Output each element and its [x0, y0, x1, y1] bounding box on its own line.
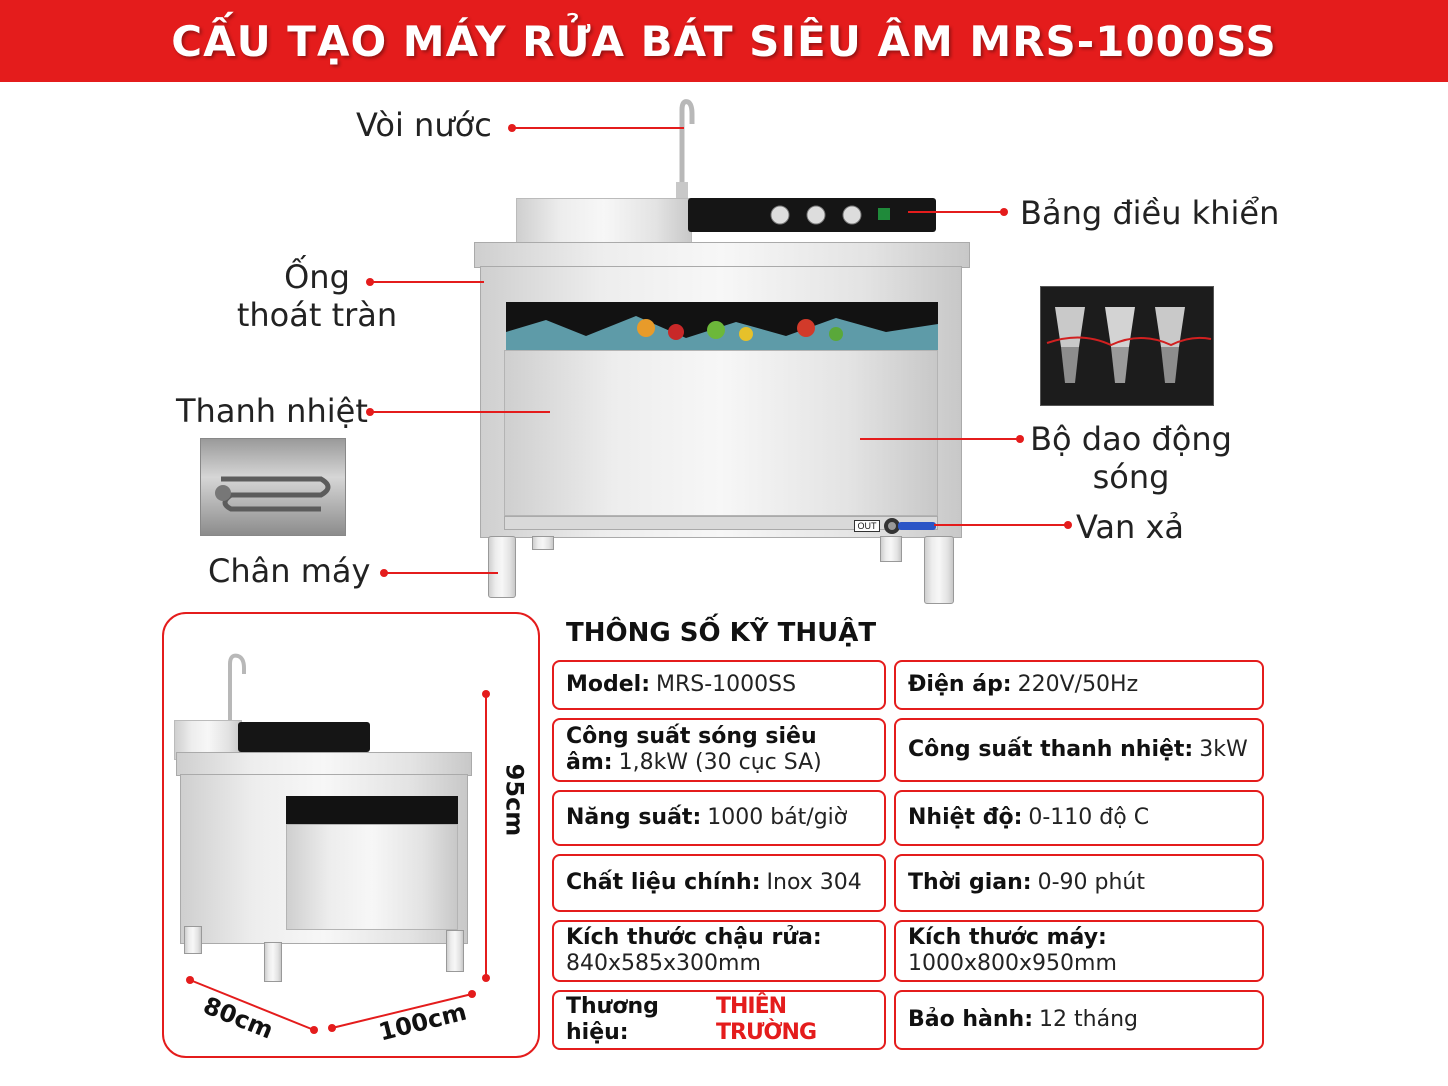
dim-height: 95cm [500, 763, 529, 837]
back-splash [516, 198, 692, 244]
out-tag: OUT [854, 520, 880, 532]
heater-coil-icon [215, 476, 331, 512]
spec-value: 1000 bát/giờ [707, 805, 848, 830]
spec-material: Chất liệu chính:Inox 304 [552, 854, 886, 912]
control-panel [688, 198, 936, 232]
callout-line [860, 438, 1020, 440]
spec-value: 1,8kW (30 cục SA) [618, 750, 822, 775]
small-front-door [286, 824, 458, 930]
title-banner: CẤU TẠO MÁY RỬA BÁT SIÊU ÂM MRS-1000SS [0, 0, 1448, 82]
spec-value: 220V/50Hz [1017, 672, 1139, 697]
spec-value: MRS-1000SS [656, 672, 797, 697]
leg [532, 536, 554, 550]
dishes-icon [506, 316, 938, 350]
small-leg [184, 926, 202, 954]
small-wash-window [286, 796, 458, 824]
spec-key: Kích thước chậu rửa: [566, 925, 822, 950]
callout-line [370, 281, 484, 283]
spec-value: 0-90 phút [1037, 870, 1145, 895]
dimension-lines [186, 690, 490, 1034]
callout-line [370, 411, 550, 413]
front-door [504, 350, 938, 516]
spec-key: Năng suất: [566, 805, 702, 830]
callout-line [908, 211, 1004, 213]
spec-machine-size: Kích thước máy: 1000x800x950mm [894, 920, 1264, 982]
spec-key: Chất liệu chính: [566, 870, 761, 895]
spec-key: Nhiệt độ: [908, 805, 1023, 830]
dimension-frame [162, 612, 540, 1058]
label-drain-valve: Van xả [1076, 508, 1185, 546]
top-rim [474, 242, 970, 268]
spec-temperature: Nhiệt độ:0-110 độ C [894, 790, 1264, 846]
spec-key: Điện áp: [908, 672, 1012, 697]
spec-title: THÔNG SỐ KỸ THUẬT [566, 618, 877, 648]
transducer-photo [1040, 286, 1214, 406]
page-title: CẤU TẠO MÁY RỬA BÁT SIÊU ÂM MRS-1000SS [171, 16, 1277, 66]
leg [488, 536, 516, 598]
callout-dot [1064, 521, 1072, 529]
spec-time: Thời gian:0-90 phút [894, 854, 1264, 912]
label-heater: Thanh nhiệt [176, 392, 368, 430]
callout-line [384, 572, 498, 574]
transducer-icon [1046, 307, 1212, 383]
spec-brand: Thương hiệu: THIÊN TRƯỜNG [552, 990, 886, 1050]
spec-ultrasonic-power: Công suất sóng siêu âm:1,8kW (30 cục SA) [552, 718, 886, 782]
callout-line [934, 524, 1066, 526]
label-overflow-line1: Ống [284, 258, 350, 296]
spec-value: 1000x800x950mm [908, 951, 1117, 976]
label-legs: Chân máy [208, 552, 371, 590]
spec-key: Thời gian: [908, 870, 1032, 895]
spec-model: Model:MRS-1000SS [552, 660, 886, 710]
spec-basin-size: Kích thước chậu rửa: 840x585x300mm [552, 920, 886, 982]
spec-key: Công suất sóng siêu [566, 724, 817, 749]
spec-key: Bảo hành: [908, 1007, 1034, 1032]
faucet-icon [676, 99, 695, 200]
small-control-panel [238, 722, 370, 752]
callout-dot [1016, 435, 1024, 443]
label-transducer-line1: Bộ dao động [1030, 420, 1232, 458]
spec-value: Inox 304 [766, 870, 862, 895]
label-transducer-line2: sóng [1092, 458, 1170, 496]
callout-line [512, 127, 684, 129]
spec-key: Công suất thanh nhiệt: [908, 737, 1194, 762]
spec-value: 0-110 độ C [1028, 805, 1150, 830]
spec-heater-power: Công suất thanh nhiệt:3kW [894, 718, 1264, 782]
spec-voltage: Điện áp:220V/50Hz [894, 660, 1264, 710]
label-transducer: Bộ dao động sóng [1026, 420, 1236, 496]
spec-capacity: Năng suất:1000 bát/giờ [552, 790, 886, 846]
leg [924, 536, 954, 604]
heater-photo [200, 438, 346, 536]
drain-valve-icon [884, 518, 936, 534]
small-leg [264, 942, 282, 982]
small-faucet-icon [228, 653, 246, 722]
label-overflow-pipe: Ống thoát tràn [232, 258, 402, 334]
label-control-panel: Bảng điều khiển [1020, 194, 1280, 232]
leg [880, 536, 902, 562]
small-leg [446, 930, 464, 972]
callout-dot [1000, 208, 1008, 216]
spec-key: Model: [566, 672, 651, 697]
spec-value: 3kW [1199, 737, 1248, 762]
label-overflow-line2: thoát tràn [236, 296, 398, 334]
spec-value: 12 tháng [1039, 1007, 1138, 1032]
brand-value: THIÊN TRƯỜNG [716, 994, 817, 1045]
wash-window [506, 302, 938, 350]
spec-key: Thương hiệu: [566, 994, 659, 1045]
spec-key: âm: [566, 750, 613, 775]
label-faucet: Vòi nước [356, 106, 492, 144]
spec-warranty: Bảo hành:12 tháng [894, 990, 1264, 1050]
spec-key: Kích thước máy: [908, 925, 1107, 950]
control-knobs-icon [770, 205, 890, 225]
bottom-strip [504, 516, 938, 530]
spec-value: 840x585x300mm [566, 951, 761, 976]
